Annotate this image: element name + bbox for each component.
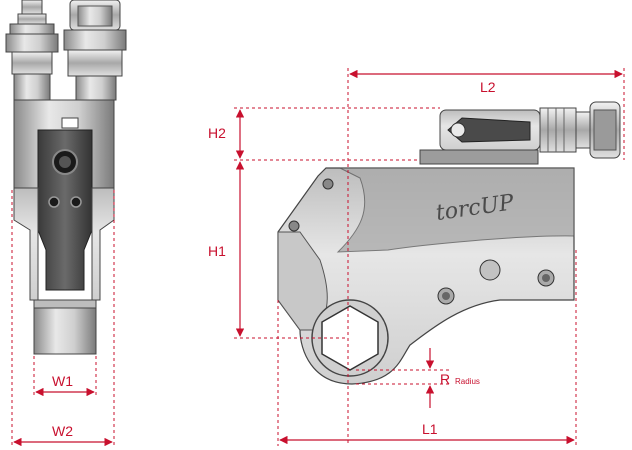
front-view: torcUP <box>277 101 621 385</box>
front-coupler <box>539 107 577 153</box>
r-label: R <box>440 371 450 387</box>
left-coupler <box>5 0 59 101</box>
w1-label: W1 <box>52 373 73 389</box>
side-view <box>5 0 127 355</box>
hex-drive <box>321 305 379 371</box>
dark-housing <box>37 129 93 291</box>
h2-label: H2 <box>208 125 226 141</box>
l2-label: L2 <box>480 79 496 95</box>
h1-label: H1 <box>208 243 226 259</box>
l1-label: L1 <box>422 421 438 437</box>
right-coupler <box>63 0 127 101</box>
w2-label: W2 <box>52 423 73 439</box>
side-view-dimensions: W1 W2 <box>11 190 115 447</box>
r-sub-label: Radius <box>455 377 480 386</box>
front-view-dimensions: L2 H2 H1 L1 R Radius <box>208 68 625 446</box>
